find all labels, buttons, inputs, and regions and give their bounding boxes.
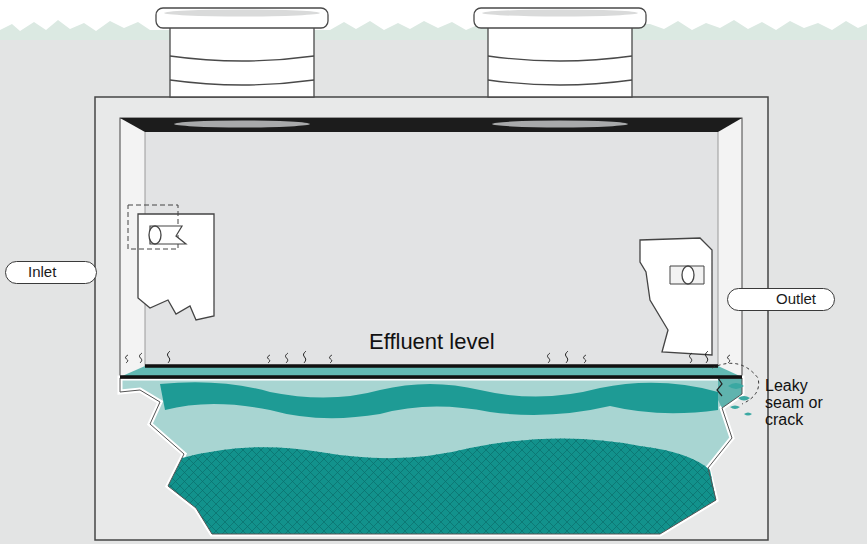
cutaway-edge bbox=[120, 378, 742, 534]
gas-bubble bbox=[285, 353, 288, 363]
gas-bubble bbox=[267, 355, 270, 363]
riser-opening bbox=[492, 121, 628, 128]
level-label: Effluent level bbox=[369, 330, 495, 353]
wall-edge bbox=[145, 132, 718, 368]
gas-bubble bbox=[303, 351, 306, 363]
riser bbox=[474, 8, 646, 97]
scum-layer bbox=[160, 382, 718, 418]
liquid-cutaway bbox=[120, 378, 742, 534]
liquid-side bbox=[718, 378, 742, 408]
gas-bubble bbox=[565, 351, 568, 363]
gas-bubble bbox=[139, 353, 142, 363]
gas-bubble bbox=[583, 355, 586, 363]
pipe-label: Outlet bbox=[727, 288, 835, 311]
effluent-line bbox=[120, 366, 742, 377]
gas-bubble bbox=[547, 353, 550, 363]
effluent-surface bbox=[120, 366, 742, 377]
tank-cavity bbox=[120, 118, 742, 378]
gas-bubble bbox=[689, 353, 692, 363]
riser-opening bbox=[174, 121, 310, 128]
tank-wall bbox=[95, 97, 768, 540]
gas-bubble bbox=[125, 355, 128, 363]
sludge-layer bbox=[168, 438, 716, 534]
gas-bubble bbox=[329, 355, 332, 363]
outlet-baffle bbox=[640, 238, 712, 355]
callout-label: Leaky seam or crack bbox=[765, 378, 833, 428]
leak-drops bbox=[728, 383, 752, 416]
gas-bubble bbox=[705, 351, 708, 363]
pipe-label: Inlet bbox=[5, 261, 97, 284]
pipe-name: Outlet bbox=[776, 291, 834, 308]
inlet-baffle bbox=[128, 205, 214, 320]
leak-callout bbox=[712, 363, 759, 404]
gas-bubble bbox=[727, 355, 730, 363]
pipe-name: Inlet bbox=[6, 264, 56, 281]
sludge-texture bbox=[168, 438, 716, 534]
tank-lid-underside bbox=[120, 118, 742, 132]
gas-bubble bbox=[167, 351, 170, 363]
riser bbox=[156, 8, 328, 97]
ground bbox=[0, 36, 867, 544]
crack bbox=[717, 378, 722, 396]
back-wall bbox=[145, 132, 718, 368]
grass bbox=[0, 20, 867, 40]
